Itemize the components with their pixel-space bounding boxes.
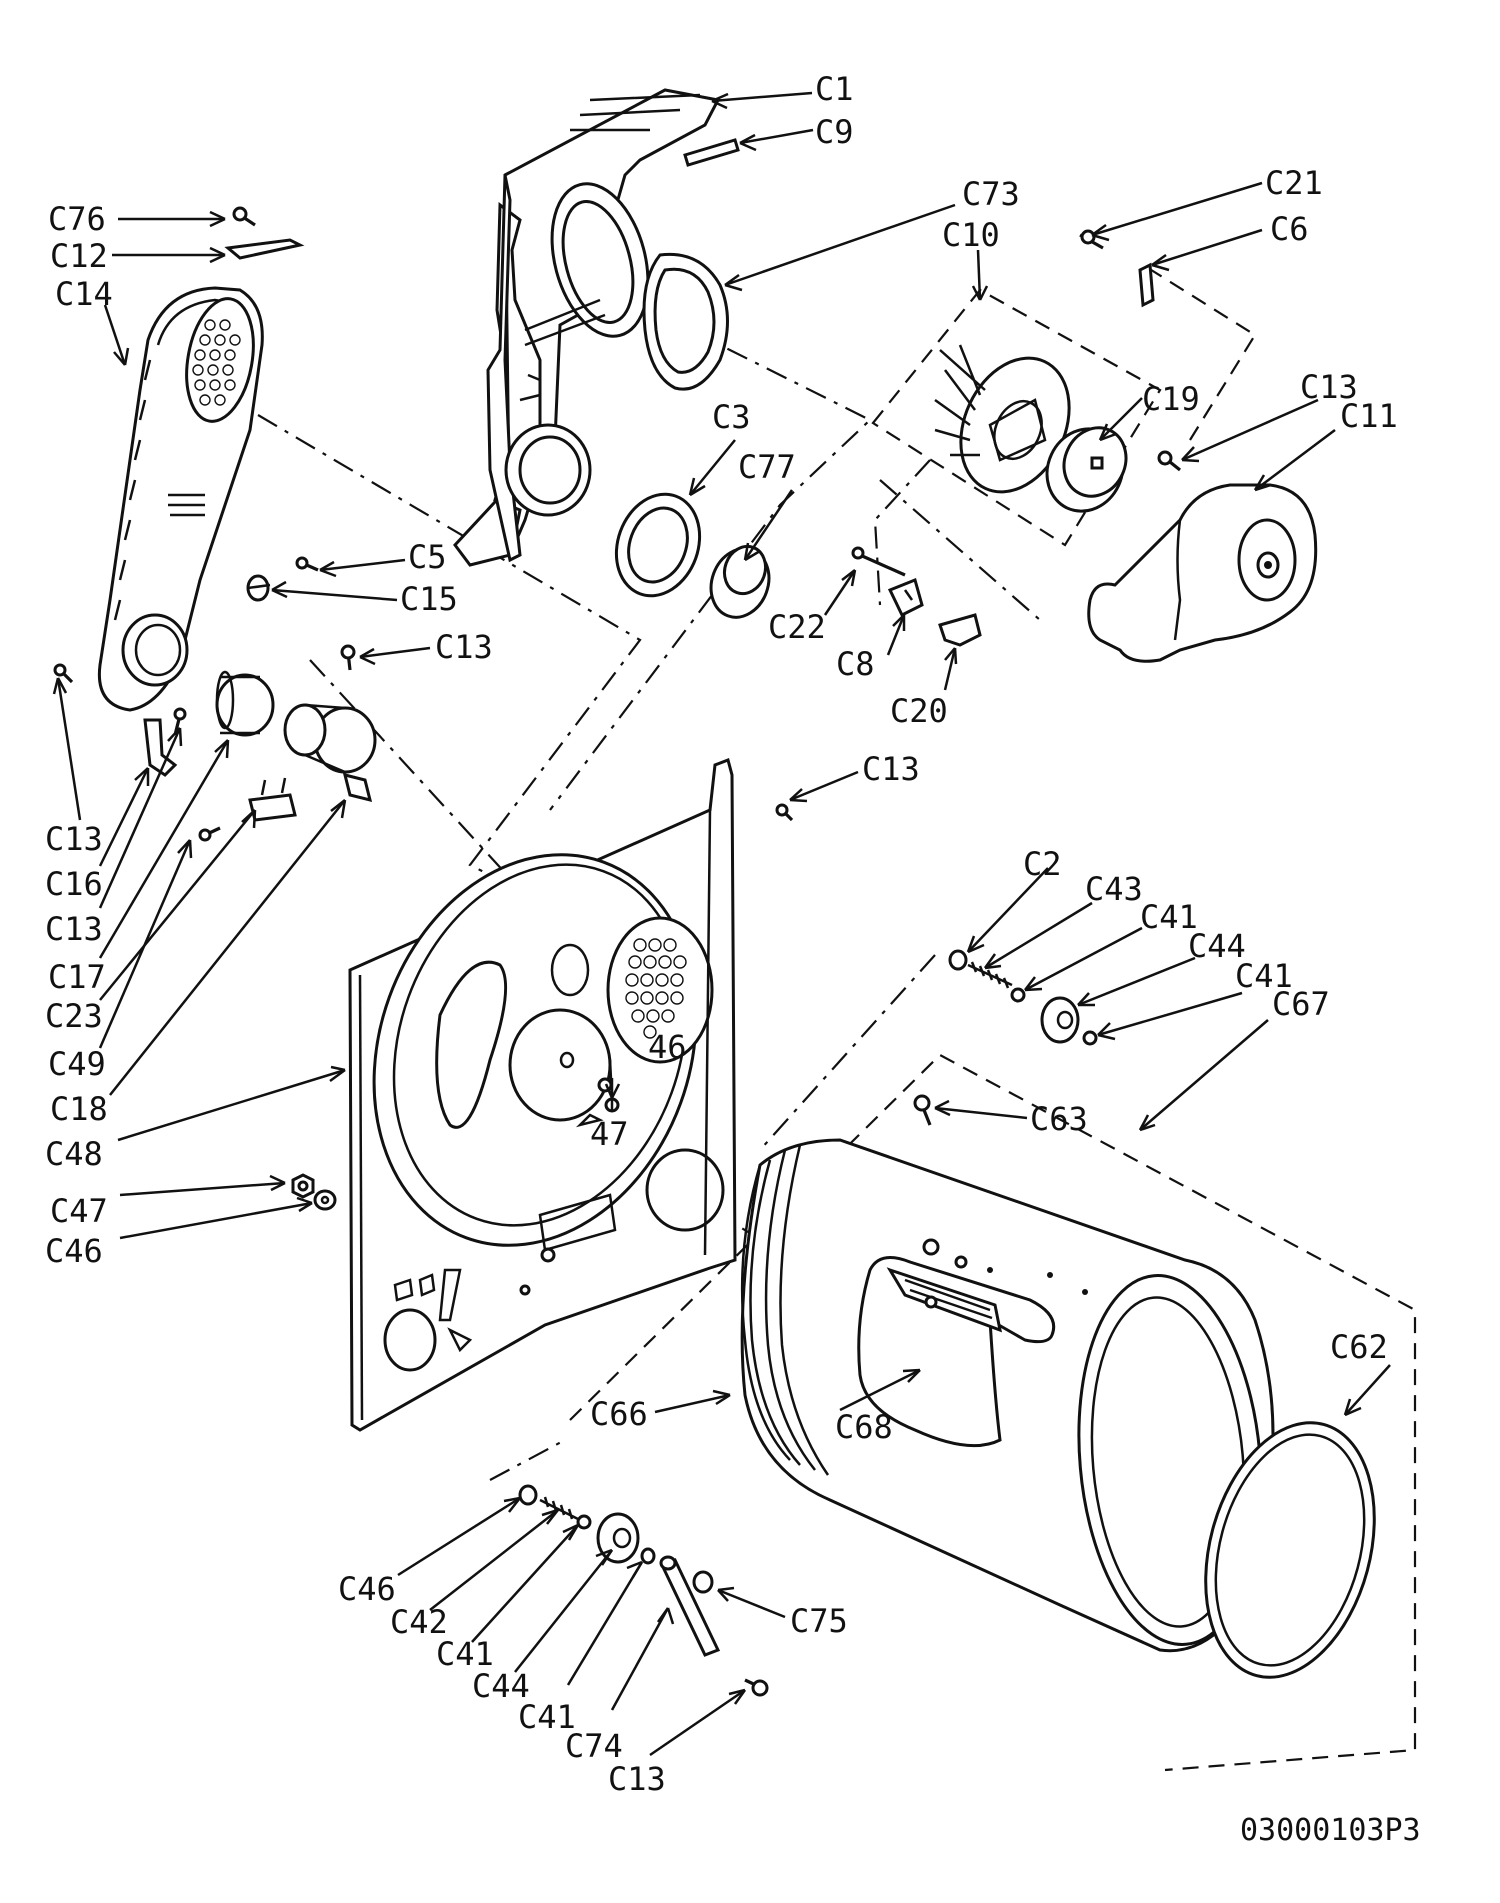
part-labels: C1 C9 C73 C10 C21 C6 C76 C12 C14 C19 C13… [45, 70, 1421, 1848]
c41-clip-lower [576, 1514, 656, 1565]
label-c8: C8 [836, 645, 875, 683]
label-c41-upper: C41 [1140, 898, 1198, 936]
c14-exhaust-duct [97, 286, 264, 712]
c44-roller-lower [596, 1512, 640, 1564]
label-c48: C48 [45, 1135, 103, 1173]
label-c1: C1 [815, 70, 854, 108]
c2-washer [948, 949, 968, 971]
label-c49: C49 [48, 1045, 106, 1083]
c42-spring [539, 1496, 581, 1522]
label-c17: C17 [48, 958, 106, 996]
c76-screw [232, 206, 256, 227]
label-c15: C15 [400, 580, 458, 618]
c8-bracket [887, 577, 924, 618]
label-c46-left: C46 [45, 1232, 103, 1270]
leader-arrows [52, 91, 1391, 1757]
label-c9: C9 [815, 113, 854, 151]
drawing-number: 03000103P3 [1240, 1813, 1421, 1848]
c13-screw-top [1157, 450, 1181, 472]
label-c41-lower2: C41 [518, 1698, 576, 1736]
c46-washer-lower [518, 1484, 538, 1506]
label-c62: C62 [1330, 1328, 1388, 1366]
c20-clip [938, 613, 982, 647]
c75-washer [692, 1570, 714, 1594]
c13-screw-bottom [744, 1678, 769, 1697]
label-c13-mid: C13 [862, 750, 920, 788]
label-c13-top: C13 [1300, 368, 1358, 406]
label-c44-lower: C44 [472, 1667, 530, 1705]
label-c5: C5 [408, 538, 447, 576]
label-c41-upper2: C41 [1235, 957, 1293, 995]
label-c43: C43 [1085, 870, 1143, 908]
label-46: 46 [648, 1028, 687, 1066]
label-c66: C66 [590, 1395, 648, 1433]
label-c18: C18 [50, 1090, 108, 1128]
label-c16: C16 [45, 865, 103, 903]
c17-thermostat [215, 670, 275, 737]
front-bulkhead-panel [348, 758, 737, 1432]
label-c47: C47 [50, 1192, 108, 1230]
c44-roller-upper [1040, 996, 1080, 1044]
label-c76: C76 [48, 200, 106, 238]
c19-impeller [1045, 426, 1128, 513]
label-c20: C20 [890, 692, 948, 730]
c11-motor-housing [1087, 483, 1318, 663]
label-c14: C14 [55, 275, 113, 313]
blower-housing-panel [453, 88, 721, 567]
label-c63: C63 [1030, 1100, 1088, 1138]
c6-bracket [1138, 262, 1155, 308]
label-c46-bottom: C46 [338, 1570, 396, 1608]
label-c21: C21 [1265, 164, 1323, 202]
c12-clip [224, 238, 305, 260]
label-c13-left: C13 [45, 820, 103, 858]
c74-roller-shaft [659, 1555, 721, 1657]
label-c19: C19 [1142, 380, 1200, 418]
c66-drum [740, 1138, 1275, 1653]
c63-screw [913, 1094, 932, 1126]
label-c68: C68 [835, 1408, 893, 1446]
c46-washer [313, 1189, 337, 1211]
label-c10: C10 [942, 216, 1000, 254]
c5-screw [295, 556, 319, 572]
c9-strip-part [683, 138, 740, 167]
label-c11: C11 [1340, 397, 1398, 435]
label-c13-c5area: C13 [435, 628, 493, 666]
label-c77: C77 [738, 448, 796, 486]
label-c13-bottom: C13 [608, 1760, 666, 1798]
label-c6: C6 [1270, 210, 1309, 248]
c73-gasket [642, 252, 729, 391]
c18-fuse [283, 703, 377, 803]
label-c23: C23 [45, 997, 103, 1035]
label-c3: C3 [712, 398, 751, 436]
c47-nut [291, 1173, 315, 1199]
label-c12: C12 [50, 237, 108, 275]
label-c75: C75 [790, 1602, 848, 1640]
label-c67: C67 [1272, 985, 1330, 1023]
c23-connector [248, 777, 297, 822]
label-47: 47 [590, 1115, 629, 1153]
label-c73: C73 [962, 175, 1020, 213]
c15-clip [246, 574, 271, 602]
label-c2: C2 [1023, 845, 1062, 883]
c43-spring [967, 961, 1013, 989]
label-c42: C42 [390, 1603, 448, 1641]
label-c74: C74 [565, 1727, 623, 1765]
c21-screw [1079, 229, 1104, 250]
c62-drum-seal [1204, 1421, 1376, 1679]
label-c44-upper: C44 [1188, 927, 1246, 965]
c3-seal-ring [614, 492, 702, 598]
c77-bushing [709, 544, 771, 619]
label-c22: C22 [768, 608, 826, 646]
c16-bracket [143, 718, 178, 777]
c41-clip-upper [1010, 987, 1098, 1046]
label-c41-lower: C41 [436, 1635, 494, 1673]
label-c13-left2: C13 [45, 910, 103, 948]
c22-screw [851, 546, 906, 577]
